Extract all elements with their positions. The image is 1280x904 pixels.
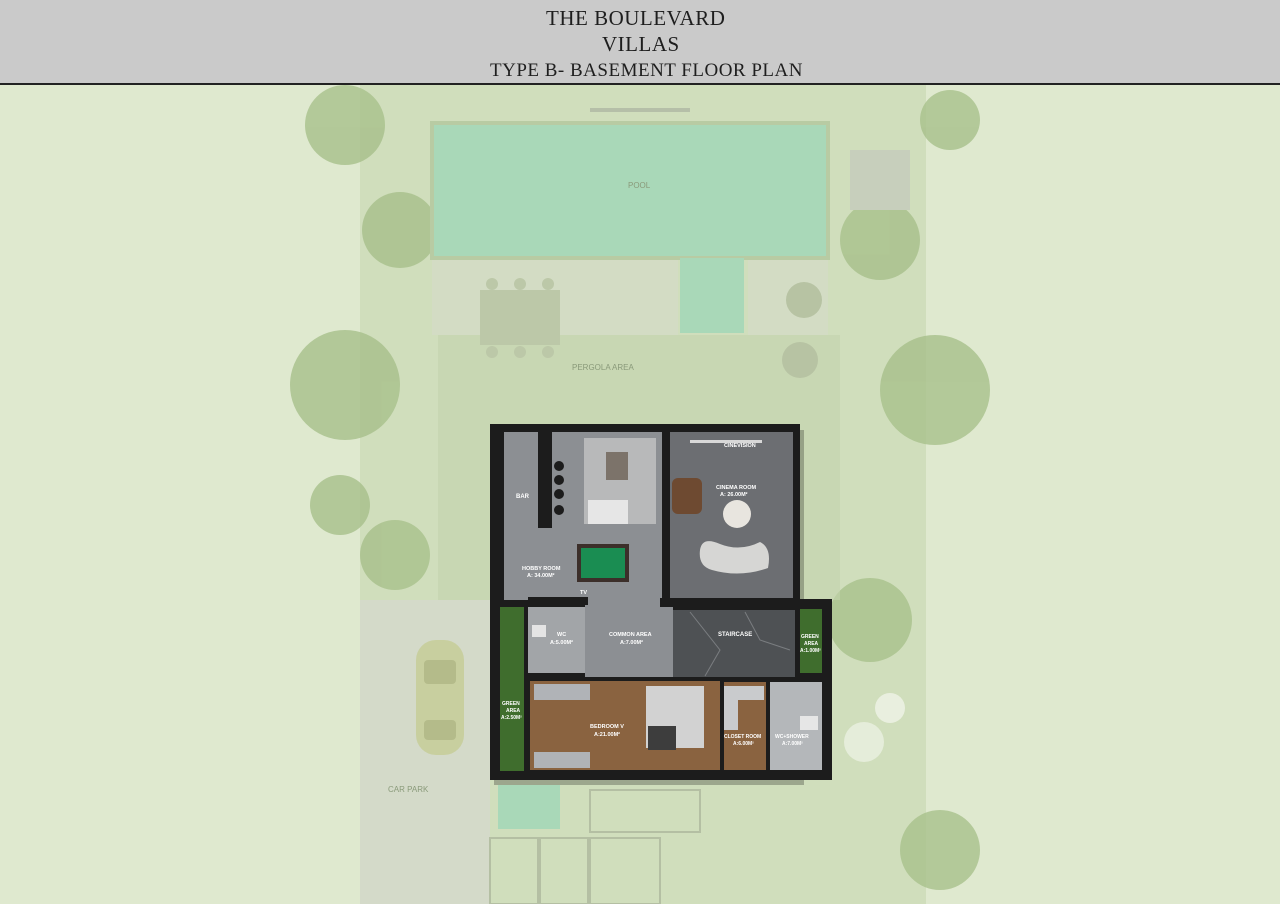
green-area-left-label1: GREEN	[502, 701, 520, 707]
wc-label: WC	[557, 632, 566, 638]
closet-room-area: A:6.00M²	[733, 741, 754, 747]
car-park-label: CAR PARK	[388, 785, 429, 794]
green-area-left-area: A:2.50M²	[501, 715, 522, 721]
tree-icon	[290, 85, 990, 890]
bedroom-label: BEDROOM V	[590, 724, 624, 730]
closet-room-label: CLOSET ROOM	[724, 734, 761, 740]
sofa-icon	[584, 438, 656, 524]
header-bar: THE BOULEVARD VILLAS TYPE B- BASEMENT FL…	[0, 0, 1280, 85]
cinema-room-label: CINEMA ROOM	[716, 485, 757, 491]
common-area-label: COMMON AREA	[609, 632, 652, 638]
tv-unit	[528, 597, 588, 600]
paving	[489, 789, 701, 904]
cinema-room-area: A: 26.00M²	[720, 491, 748, 498]
pool	[430, 121, 830, 260]
hobby-room-label: HOBBY ROOM	[522, 566, 561, 572]
cinevision-label: CINEVISION	[724, 443, 756, 449]
site-plan: POOL PERGOLA AREA CAR PARK	[290, 85, 990, 904]
pergola-label: PERGOLA AREA	[572, 363, 634, 372]
pool-step	[680, 258, 744, 333]
pool-table-icon	[577, 544, 629, 582]
bar-label: BAR	[516, 494, 530, 500]
green-area-right-label2: AREA	[804, 641, 819, 647]
front-pool	[498, 785, 560, 829]
green-area-right-label1: GREEN	[801, 634, 819, 640]
car-icon	[416, 640, 464, 755]
dining-table-icon	[480, 278, 560, 358]
stepping-stone	[875, 693, 905, 723]
common-area-floor	[585, 607, 673, 677]
wc-shower-area: A:7.00M²	[782, 741, 803, 747]
project-title: THE BOULEVARD	[546, 6, 726, 30]
outdoor-furniture-icon	[850, 150, 910, 210]
bar-counter	[538, 432, 552, 528]
green-area-right-area: A:1.00M²	[800, 648, 821, 654]
wc-shower-label: WC+SHOWER	[775, 734, 809, 740]
bar-stool-icon	[554, 461, 564, 515]
stepping-stone	[844, 722, 884, 762]
wc-floor	[528, 607, 585, 673]
cinevision-screen	[690, 440, 762, 443]
plan-title: TYPE B- BASEMENT FLOOR PLAN	[490, 60, 803, 81]
project-subtitle: VILLAS	[602, 32, 680, 56]
armchair-icon	[672, 478, 702, 514]
curved-sofa-icon	[699, 541, 769, 574]
hobby-room-area: A: 34.00M²	[527, 572, 555, 579]
green-area-left-label2: AREA	[506, 708, 521, 714]
green-area-right	[800, 609, 822, 673]
basement-floor-plan: BAR HOBBY ROOM A: 34.00M² TV CINEVISION …	[490, 424, 832, 785]
pool-label: POOL	[628, 181, 651, 190]
coffee-table-icon	[723, 500, 751, 528]
staircase-floor	[673, 609, 795, 677]
bedroom-area: A:21.00M²	[594, 731, 620, 738]
staircase-label: STAIRCASE	[718, 632, 752, 638]
lounge-chair-icon	[782, 282, 822, 378]
wc-area: A:5.00M²	[550, 639, 573, 646]
common-area-area: A:7.00M²	[620, 639, 643, 646]
green-area-left	[500, 607, 524, 771]
tv-label: TV	[580, 590, 587, 596]
